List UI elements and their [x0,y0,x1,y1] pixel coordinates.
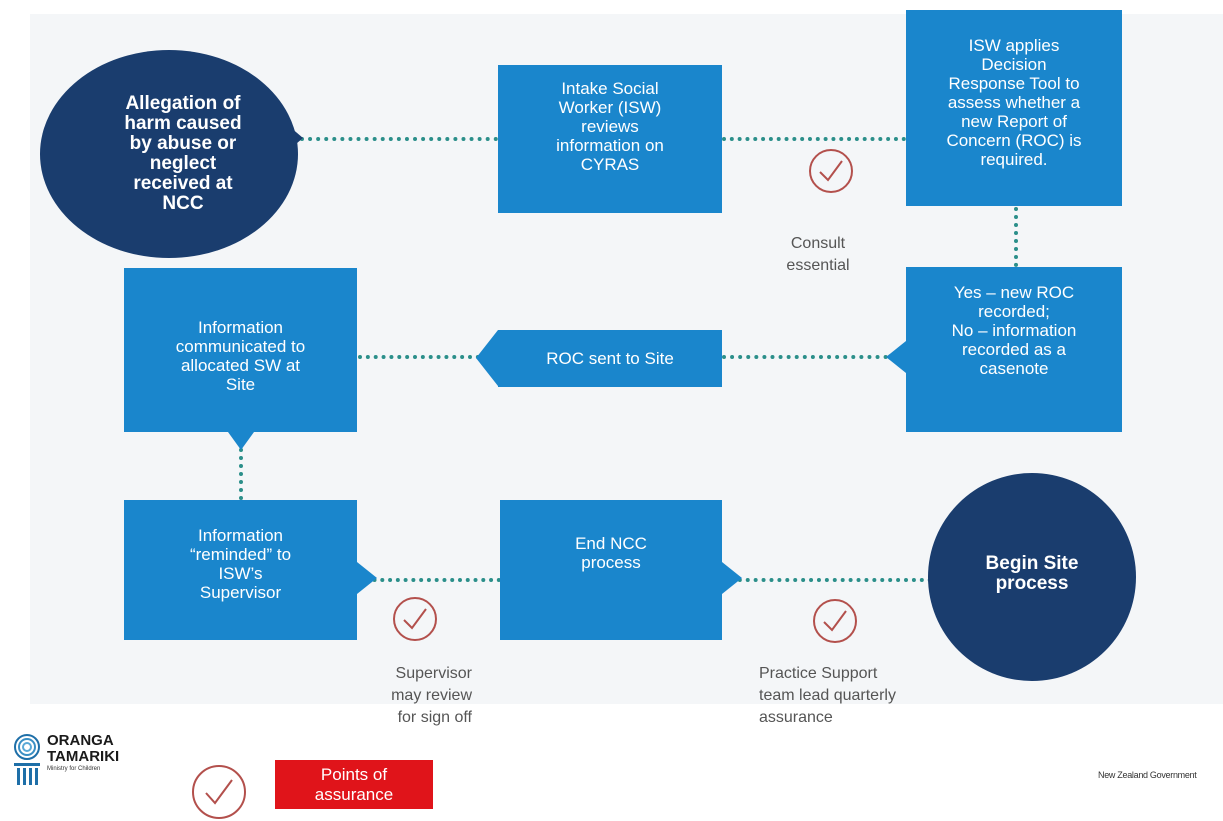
allegation-label: Allegation of harm caused by abuse or ne… [124,93,242,214]
consult-caption: Consult essential [786,235,850,274]
supervisor-caption: Supervisor may review for sign off [391,665,472,726]
logo-line2: TAMARIKI [47,748,120,765]
logo-line1: ORANGA [47,732,114,749]
info-communicated-label: Information communicated to allocated SW… [175,318,306,394]
logo-line3: Ministry for Children [47,766,101,772]
practice-support-caption: Practice Support team lead quarterly ass… [759,665,896,726]
allegation-circle: Allegation of harm caused by abuse or ne… [40,50,298,258]
connector-decision-to-outcome [1014,207,1018,267]
connector-allegation-to-intake [300,137,498,141]
reminded-pointer [357,562,377,594]
connector-intake-to-decision [722,137,906,141]
supervisor-check-icon [393,597,437,641]
roc-pointer [476,330,498,386]
nz-government-wordmark: New Zealand Government [1098,770,1197,780]
legend-points-of-assurance: Points of assurance [275,760,433,809]
info-communicated-pointer [228,432,254,450]
info-reminded-box: Information “reminded” to ISW’s Supervis… [124,500,357,640]
begin-site-label: Begin Site process [985,553,1079,594]
info-reminded-label: Information “reminded” to ISW’s Supervis… [189,526,292,602]
info-communicated-box: Information communicated to allocated SW… [124,268,357,432]
roc-sent-label: ROC sent to Site [546,349,674,368]
connector-end-to-begin [722,578,932,582]
legend-check-icon [192,765,246,819]
outcome-box: Yes – new ROC recorded; No – information… [906,267,1122,432]
connector-roc-to-info [358,355,480,359]
intake-review-label: Intake Social Worker (ISW) reviews infor… [556,79,664,174]
consult-check-icon [809,149,853,193]
outcome-pointer [886,341,906,373]
begin-site-circle: Begin Site process [928,473,1136,681]
decision-tool-label: ISW applies Decision Response Tool to as… [946,36,1082,169]
end-ncc-box: End NCC process [500,500,722,640]
outcome-label: Yes – new ROC recorded; No – information… [951,283,1077,378]
logo-text: ORANGA TAMARIKI Ministry for Children [47,733,119,773]
roc-sent-box: ROC sent to Site [498,330,722,387]
legend-label: Points of assurance [314,764,394,804]
oranga-tamariki-logo: ORANGA TAMARIKI Ministry for Children [10,733,130,793]
logo-mark-icon [14,734,40,785]
connector-reminded-to-end [357,578,501,582]
practice-support-check-icon [813,599,857,643]
end-ncc-label: End NCC process [575,534,647,572]
decision-tool-box: ISW applies Decision Response Tool to as… [906,10,1122,206]
connector-info-to-reminded [239,448,243,500]
intake-review-box: Intake Social Worker (ISW) reviews infor… [498,65,722,213]
connector-outcome-to-roc [722,355,904,359]
end-ncc-pointer [722,562,742,594]
